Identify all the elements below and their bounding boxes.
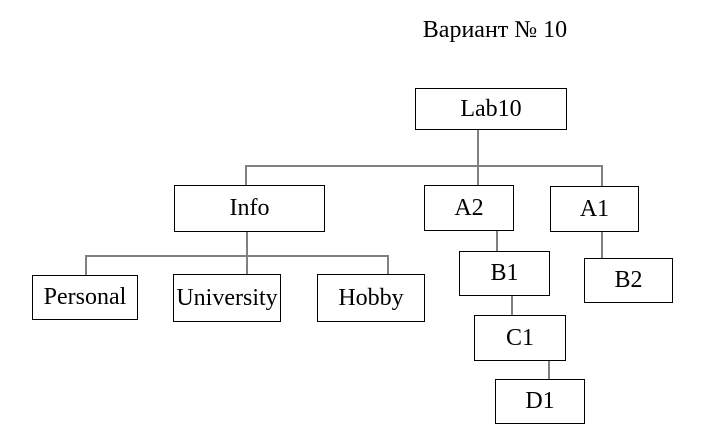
node-c1-label: C1 (505, 324, 534, 351)
node-hobby: Hobby (317, 274, 425, 322)
connector-a1-b2 (601, 231, 603, 258)
connector-c1-d1 (548, 361, 550, 379)
connector-lab10-stem (477, 130, 479, 167)
connector-a2-b1 (496, 231, 498, 251)
connector-hobby-drop (387, 255, 389, 274)
node-d1: D1 (495, 379, 585, 424)
node-b2-label: B2 (614, 267, 643, 293)
node-university-label: University (176, 284, 278, 311)
node-hobby-label: Hobby (338, 284, 404, 311)
connector-a2-drop (477, 165, 479, 185)
node-info: Info (174, 185, 325, 232)
node-b1: B1 (459, 251, 550, 296)
connector-university-drop (246, 255, 248, 274)
node-d1-label: D1 (525, 388, 555, 414)
connector-level2-rail (245, 165, 603, 167)
node-university: University (173, 274, 281, 322)
diagram-title: Вариант № 10 (422, 17, 568, 43)
connector-b1-c1 (511, 296, 513, 315)
connector-info-stem (246, 232, 248, 257)
node-a1-label: A1 (579, 195, 610, 222)
node-a2-label: A2 (454, 194, 484, 221)
connector-info-drop (245, 165, 247, 185)
node-personal-label: Personal (43, 284, 127, 310)
connector-a1-drop (601, 165, 603, 186)
node-b2: B2 (584, 258, 673, 303)
connector-level3-rail (85, 255, 389, 257)
node-info-label: Info (229, 195, 270, 221)
connector-personal-drop (85, 255, 87, 275)
node-lab10-label: Lab10 (460, 95, 522, 122)
node-personal: Personal (32, 275, 138, 320)
node-b1-label: B1 (490, 260, 519, 286)
node-a1: A1 (550, 186, 639, 232)
node-a2: A2 (424, 185, 514, 231)
node-lab10: Lab10 (415, 88, 567, 130)
node-c1: C1 (474, 315, 566, 361)
